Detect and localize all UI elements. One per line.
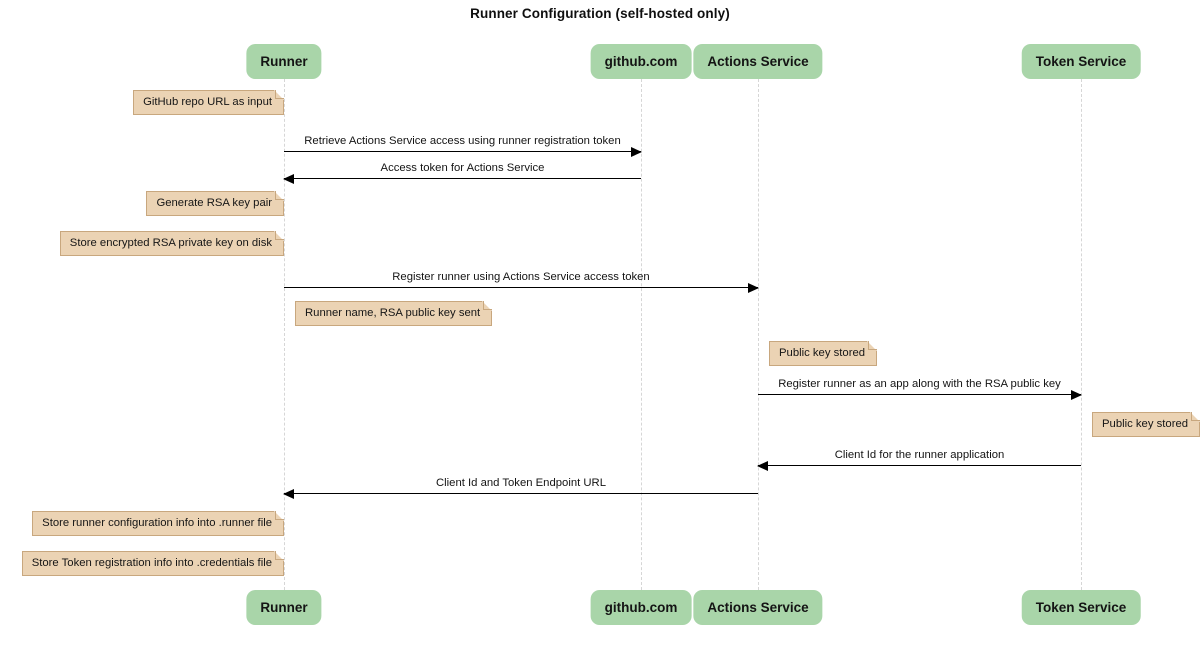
note-note-7: Store runner configuration info into .ru… [32,511,284,536]
participant-label: github.com [604,600,678,615]
participant-label: Runner [260,600,308,615]
message-msg-5: Client Id for the runner application [757,449,1081,471]
note-note-6: Public key stored [1092,412,1200,437]
note-fold-icon [275,90,284,99]
note-note-5: Public key stored [769,341,878,366]
participant-bottom-runner[interactable]: Runner [246,590,322,625]
note-note-8: Store Token registration info into .cred… [21,551,284,576]
note-fold-icon [483,301,493,310]
note-text: Store runner configuration info into .ru… [42,517,272,529]
note-note-1: GitHub repo URL as input [133,90,284,115]
page-title: Runner Configuration (self-hosted only) [470,6,730,21]
participant-top-token[interactable]: Token Service [1021,44,1141,79]
note-fold-corner-icon [274,511,284,521]
note-fold-icon [275,191,284,200]
lifeline-runner [284,79,285,590]
note-text: Public key stored [779,347,866,359]
participant-label: Actions Service [707,54,809,69]
note-fold-corner-icon [274,551,284,561]
note-fold-icon [868,341,878,350]
arrowhead-left-icon [757,461,768,471]
message-msg-6: Client Id and Token Endpoint URL [283,477,758,499]
participant-label: Token Service [1035,600,1127,615]
note-fold-corner-icon [1190,412,1200,422]
participant-label: Runner [260,54,308,69]
note-text: Generate RSA key pair [156,197,272,209]
note-fold-corner-icon [274,90,284,100]
note-text: Runner name, RSA public key sent [305,307,481,319]
message-label: Register runner using Actions Service ac… [392,271,650,283]
participant-top-github[interactable]: github.com [590,44,692,79]
arrowhead-left-icon [283,174,294,184]
note-fold-corner-icon [867,341,878,351]
message-msg-3: Register runner using Actions Service ac… [284,271,759,293]
lifeline-token [1081,79,1082,590]
participant-top-runner[interactable]: Runner [246,44,322,79]
note-text: Public key stored [1102,418,1189,430]
lifeline-actions [758,79,759,590]
note-fold-icon [1191,412,1200,421]
note-fold-icon [275,511,284,520]
note-text: Store Token registration info into .cred… [31,557,272,569]
note-fold-corner-icon [482,301,493,311]
message-msg-1: Retrieve Actions Service access using ru… [284,135,642,157]
participant-bottom-actions[interactable]: Actions Service [693,590,823,625]
arrowhead-right-icon [748,283,759,293]
note-fold-corner-icon [274,231,284,241]
arrowhead-left-icon [283,489,294,499]
participant-bottom-github[interactable]: github.com [590,590,692,625]
message-label: Client Id for the runner application [834,449,1005,461]
lifeline-github [641,79,642,590]
note-note-2: Generate RSA key pair [146,191,284,216]
note-text: GitHub repo URL as input [143,96,272,108]
message-label: Register runner as an app along with the… [778,378,1061,390]
participant-label: Token Service [1035,54,1127,69]
message-label: Retrieve Actions Service access using ru… [304,135,621,147]
participant-top-actions[interactable]: Actions Service [693,44,823,79]
note-note-4: Runner name, RSA public key sent [295,301,493,326]
arrowhead-right-icon [1071,390,1082,400]
message-msg-4: Register runner as an app along with the… [758,378,1082,400]
participant-label: Actions Service [707,600,809,615]
participant-label: github.com [604,54,678,69]
arrowhead-right-icon [631,147,642,157]
participant-bottom-token[interactable]: Token Service [1021,590,1141,625]
message-label: Access token for Actions Service [380,162,545,174]
note-fold-icon [275,231,284,240]
note-text: Store encrypted RSA private key on disk [69,237,272,249]
message-msg-2: Access token for Actions Service [283,162,641,184]
note-fold-corner-icon [274,191,284,201]
note-note-3: Store encrypted RSA private key on disk [59,231,284,256]
message-label: Client Id and Token Endpoint URL [436,477,606,489]
note-fold-icon [275,551,284,560]
